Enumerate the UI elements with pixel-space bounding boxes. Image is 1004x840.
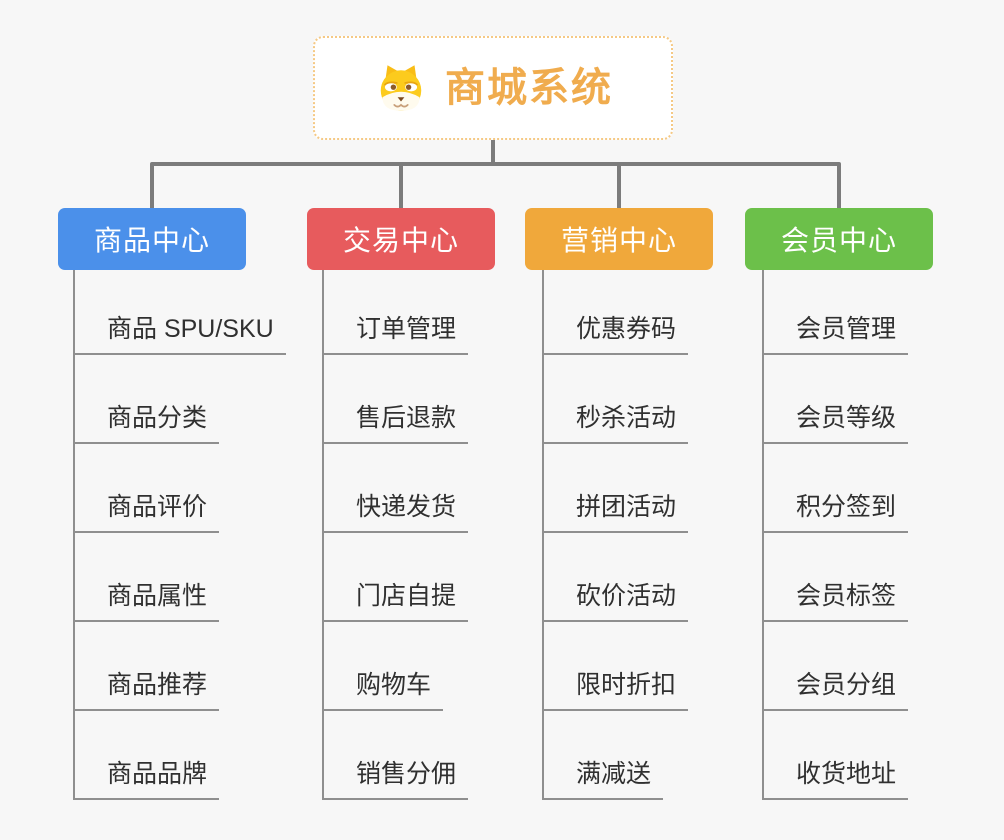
leaf-node[interactable]: 商品分类 [75,403,220,444]
leaf-node[interactable]: 会员分组 [764,670,909,711]
branch-children-column-marketing: 优惠券码 秒杀活动 拼团活动 砍价活动 限时折扣 满减送 [542,266,794,800]
leaf-node[interactable]: 商品推荐 [75,670,220,711]
branch-children-column-trade: 订单管理 售后退款 快递发货 门店自提 购物车 销售分佣 [322,266,574,800]
branch-node-product-center[interactable]: 商品中心 [58,208,246,270]
leaf-node[interactable]: 会员标签 [764,581,909,622]
root-title: 商城系统 [445,66,613,110]
leaf-node[interactable]: 购物车 [324,670,444,711]
leaf-node[interactable]: 拼团活动 [544,492,689,533]
leaf-node[interactable]: 优惠券码 [544,314,689,355]
root-node[interactable]: 商城系统 [313,36,673,140]
leaf-node[interactable]: 商品 SPU/SKU [75,314,286,355]
leaf-node[interactable]: 销售分佣 [324,759,469,800]
leaf-node[interactable]: 收货地址 [764,759,909,800]
leaf-node[interactable]: 砍价活动 [544,581,689,622]
leaf-node[interactable]: 满减送 [544,759,664,800]
leaf-node[interactable]: 积分签到 [764,492,909,533]
tree-connector-path [150,138,841,210]
leaf-node[interactable]: 会员管理 [764,314,909,355]
leaf-node[interactable]: 商品品牌 [75,759,220,800]
branch-node-member-center[interactable]: 会员中心 [745,208,933,270]
leaf-node[interactable]: 售后退款 [324,403,469,444]
leaf-node[interactable]: 商品评价 [75,492,220,533]
leaf-node[interactable]: 快递发货 [324,492,469,533]
branch-node-trade-center[interactable]: 交易中心 [307,208,495,270]
leaf-node[interactable]: 秒杀活动 [544,403,689,444]
branch-children-column-product: 商品 SPU/SKU 商品分类 商品评价 商品属性 商品推荐 商品品牌 [73,266,325,800]
leaf-node[interactable]: 门店自提 [324,581,469,622]
branch-node-marketing-center[interactable]: 营销中心 [525,208,713,270]
branch-children-column-member: 会员管理 会员等级 积分签到 会员标签 会员分组 收货地址 [762,266,1004,800]
leaf-node[interactable]: 订单管理 [324,314,469,355]
leaf-node[interactable]: 会员等级 [764,403,909,444]
leaf-node[interactable]: 商品属性 [75,581,220,622]
dog-face-icon [380,65,422,111]
leaf-node[interactable]: 限时折扣 [544,670,689,711]
